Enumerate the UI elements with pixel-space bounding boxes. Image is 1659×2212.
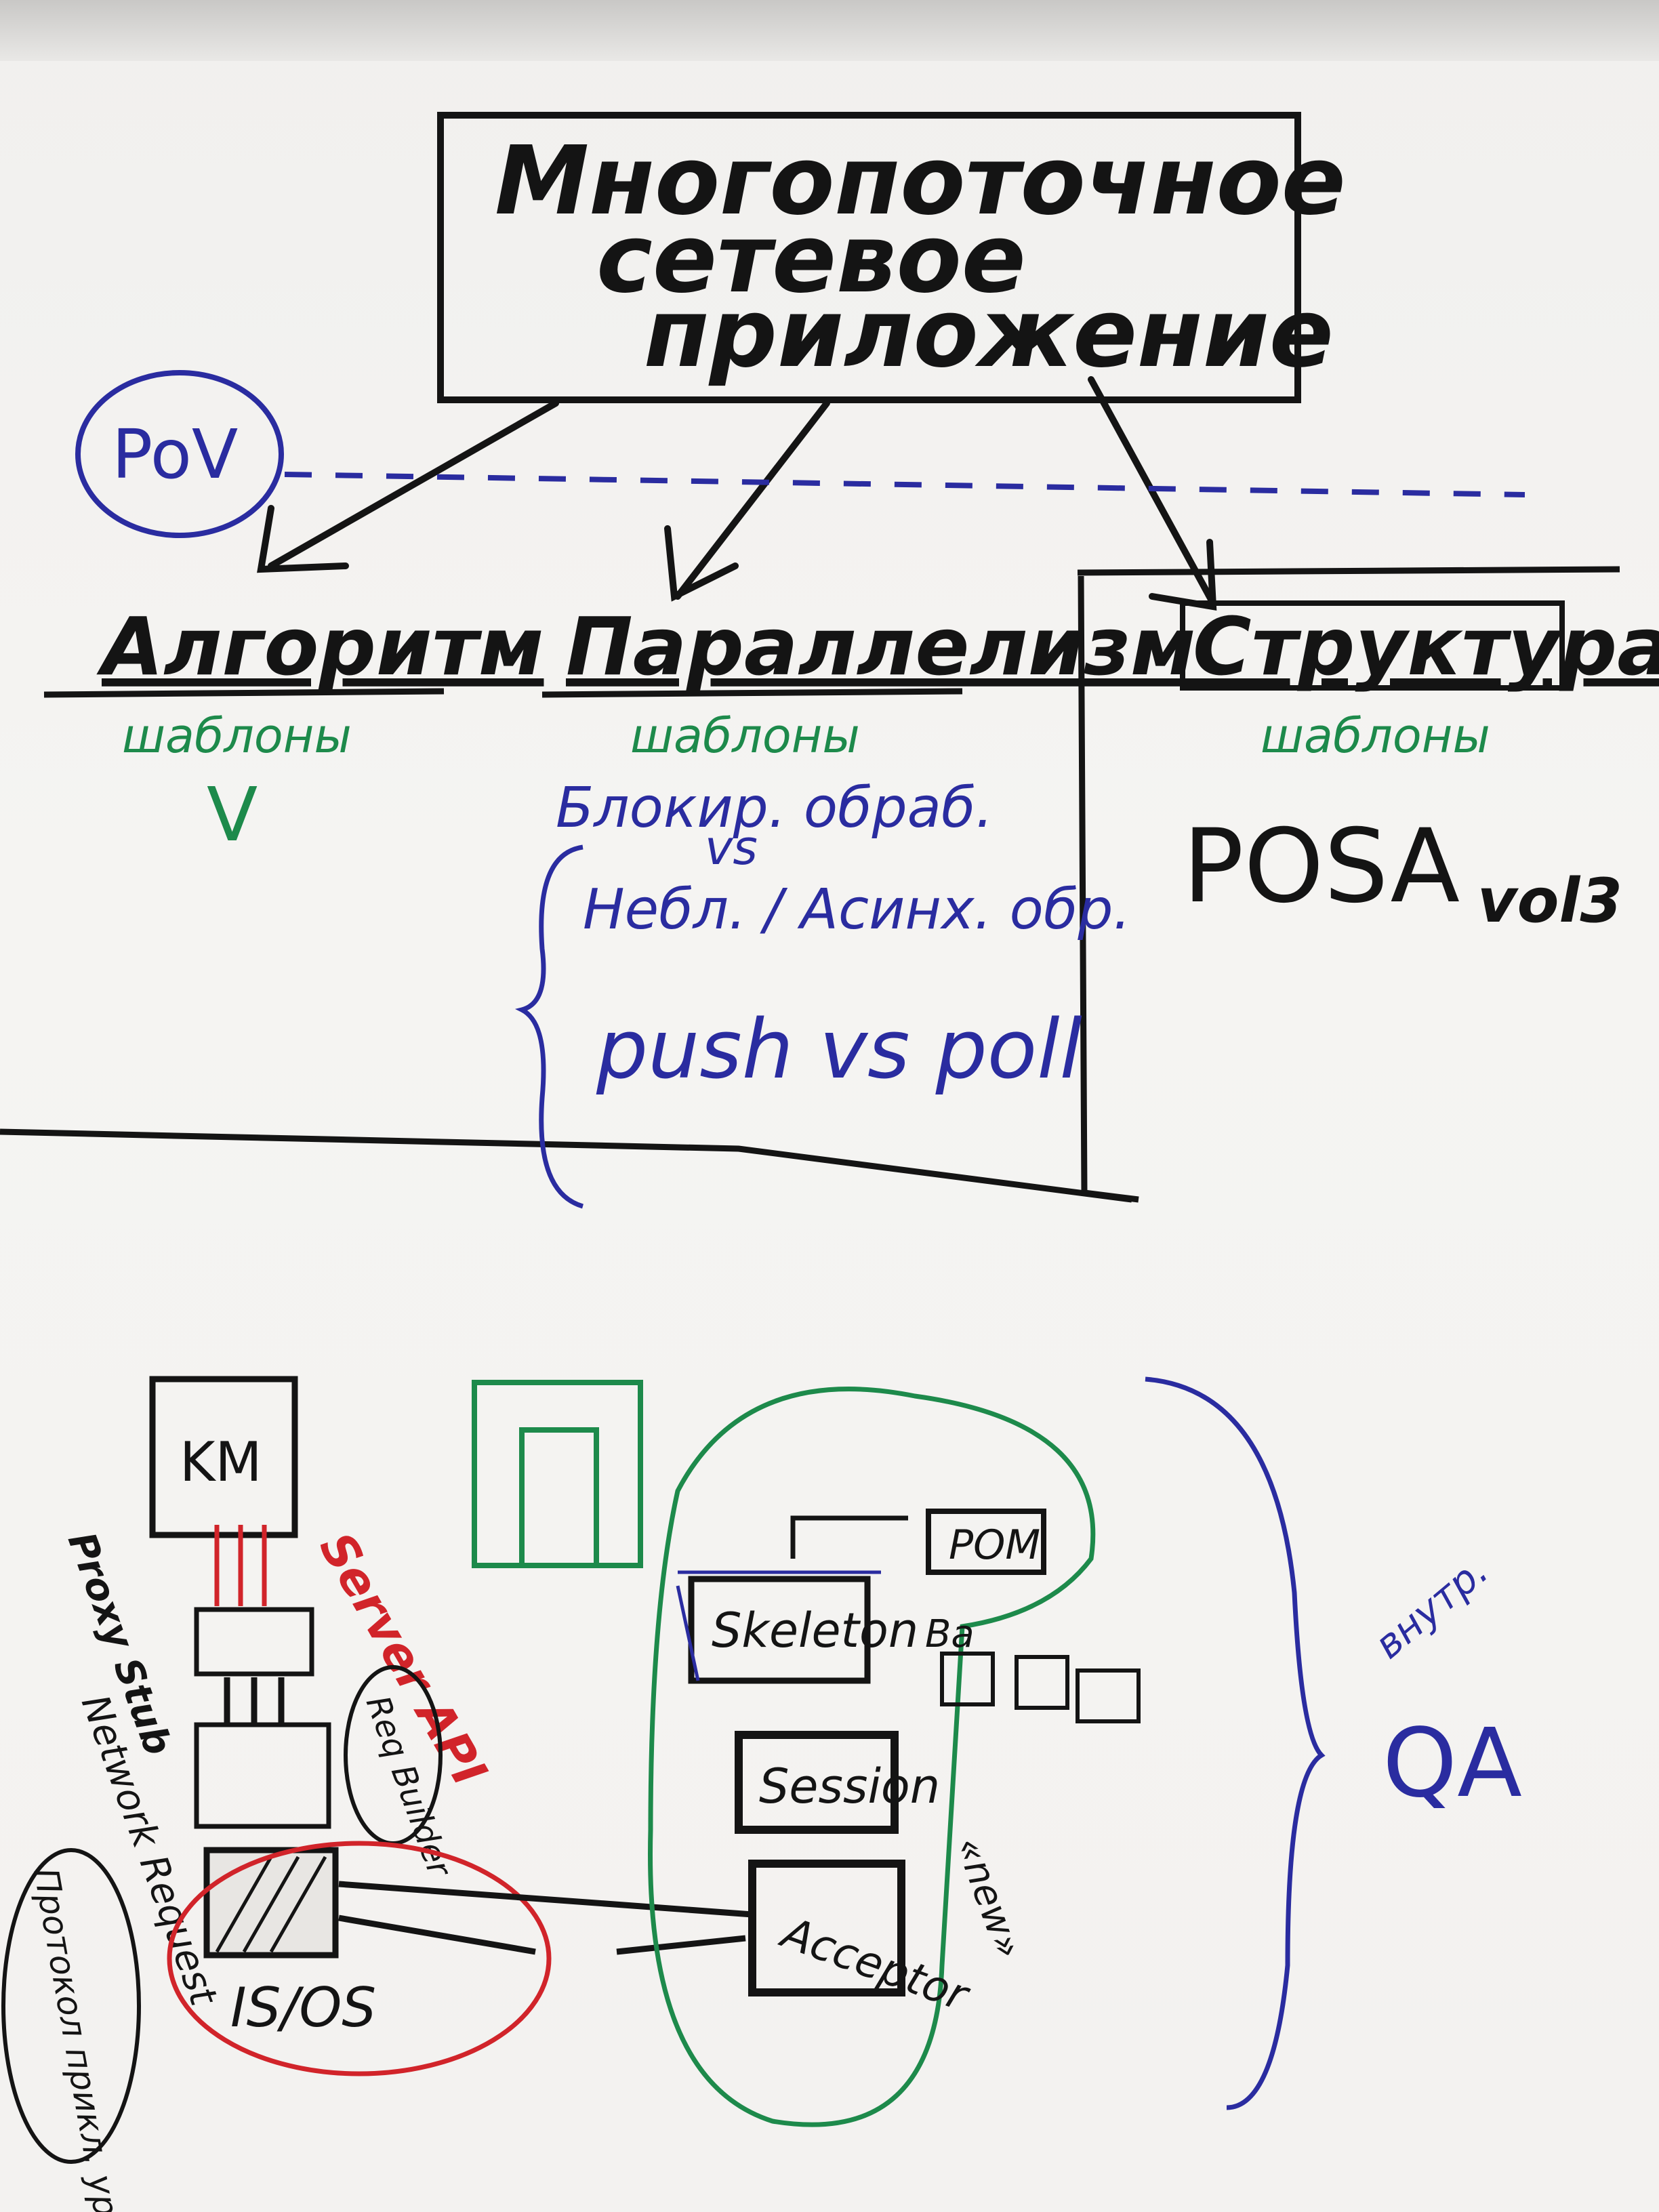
protocol-ellipse xyxy=(1,1848,141,2164)
header-parallelism-underline xyxy=(541,688,963,698)
pom-label: POM xyxy=(949,1521,1040,1569)
header-algorithm-underline xyxy=(43,688,445,698)
skeleton-box xyxy=(688,1576,871,1684)
small-box-3 xyxy=(1076,1668,1141,1723)
network-box xyxy=(194,1722,331,1829)
pom-arrow xyxy=(790,1515,908,1559)
pov-circle xyxy=(75,370,284,538)
posa-text: POSA xyxy=(1183,808,1460,926)
io-hatching xyxy=(215,1856,327,1953)
io-ellipse xyxy=(167,1841,552,2076)
qa-label: QA xyxy=(1382,1708,1522,1819)
acceptor-box xyxy=(748,1860,905,1996)
small-box-1 xyxy=(940,1652,995,1706)
ba-label: Ba xyxy=(925,1612,975,1656)
title-box xyxy=(437,112,1301,403)
server-api-arrows xyxy=(214,1525,267,1606)
io-acceptor-arrows xyxy=(338,1881,753,1955)
title-line2: сетевое xyxy=(596,204,1026,314)
network-arrows xyxy=(224,1677,285,1725)
qa-sublabel: внутр. xyxy=(1366,1547,1496,1668)
structure-top-line xyxy=(1077,566,1620,576)
header-structure: Структура xyxy=(1193,600,1659,693)
pov-dashed-line xyxy=(284,472,1525,497)
skeleton-label: Skeleton xyxy=(712,1603,918,1658)
sub-structure: шаблоны xyxy=(1261,708,1490,764)
posa-vol: vol3 xyxy=(1477,865,1622,937)
new-label: «new» xyxy=(947,1832,1031,1965)
sub-parallelism: шаблоны xyxy=(630,708,860,764)
reactor-frame-inner xyxy=(519,1427,599,1568)
component-loop xyxy=(648,1387,1096,2127)
km-label: KM xyxy=(180,1431,262,1494)
note-blocking: Блокир. обраб. xyxy=(556,776,994,840)
algorithm-check-mark: V xyxy=(207,771,258,858)
note-push-poll: push vs poll xyxy=(596,1003,1082,1097)
session-label: Session xyxy=(759,1759,940,1814)
reactor-frame xyxy=(472,1380,643,1568)
note-nonblocking: Небл. / Асинх. обр. xyxy=(583,878,1131,942)
km-box xyxy=(149,1376,298,1538)
section-divider-line xyxy=(0,1128,1132,1203)
protocol-label: Протокол прикл. уровня xyxy=(26,1865,140,2212)
qa-brace xyxy=(1145,1376,1326,2110)
small-box-2 xyxy=(1015,1655,1069,1710)
header-parallelism: Параллелизм xyxy=(566,600,1195,693)
title-line3: приложение xyxy=(644,279,1334,389)
title-arrows xyxy=(257,376,1217,611)
sub-algorithm: шаблоны xyxy=(122,708,352,764)
session-box xyxy=(735,1731,899,1834)
skeleton-hatching xyxy=(676,1570,881,1681)
io-label: IS/OS xyxy=(230,1976,376,2039)
header-algorithm: Алгоритм xyxy=(96,600,544,693)
note-vs: vs xyxy=(705,820,758,876)
structure-header-box xyxy=(1180,600,1565,691)
notes-brace xyxy=(515,844,584,1209)
proxy-box xyxy=(194,1607,314,1677)
title-line1: Многопоточное xyxy=(495,126,1346,237)
io-box xyxy=(203,1847,339,1959)
pov-label: PoV xyxy=(112,415,238,494)
pom-box xyxy=(926,1509,1046,1575)
flipchart-roll xyxy=(0,0,1659,61)
